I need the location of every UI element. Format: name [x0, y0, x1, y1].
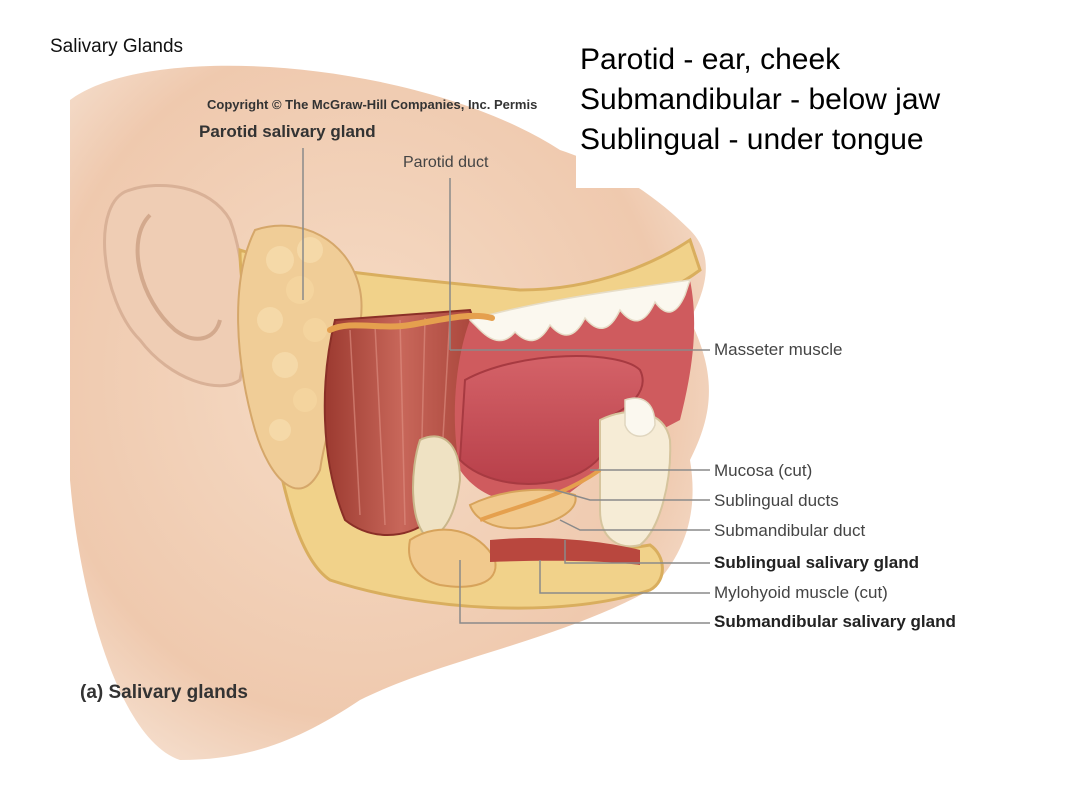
label-mucosa: Mucosa (cut)	[714, 461, 813, 480]
mandible-cut-bone	[412, 435, 462, 537]
lower-tooth	[624, 397, 656, 437]
slide-title: Salivary Glands	[50, 36, 184, 57]
submandibular-gland-shape	[408, 528, 497, 588]
label-parotid-gland: Parotid salivary gland	[199, 122, 376, 141]
sublingual-gland-shape	[468, 488, 577, 530]
parotid-duct-shape	[327, 312, 495, 333]
copyright-text: Copyright © The McGraw-Hill Companies, I…	[207, 97, 538, 112]
label-masseter-muscle: Masseter muscle	[714, 340, 843, 359]
label-mylohyoid-muscle: Mylohyoid muscle (cut)	[714, 583, 888, 602]
label-sublingual-gland: Sublingual salivary gland	[714, 553, 919, 572]
label-submandibular-gland: Submandibular salivary gland	[714, 612, 956, 631]
note-sublingual: Sublingual - under tongue	[580, 123, 924, 156]
label-submandibular-duct: Submandibular duct	[714, 521, 866, 540]
note-submandibular: Submandibular - below jaw	[580, 83, 941, 116]
leader-lines	[302, 148, 710, 624]
submandibular-duct-shape	[479, 468, 602, 522]
figure-caption: (a) Salivary glands	[80, 682, 248, 703]
label-parotid-duct: Parotid duct	[403, 154, 489, 171]
notes-box: Parotid - ear, cheek Submandibular - bel…	[576, 38, 1066, 188]
label-sublingual-ducts: Sublingual ducts	[714, 491, 839, 510]
upper-teeth	[468, 279, 692, 342]
note-parotid: Parotid - ear, cheek	[580, 43, 841, 76]
